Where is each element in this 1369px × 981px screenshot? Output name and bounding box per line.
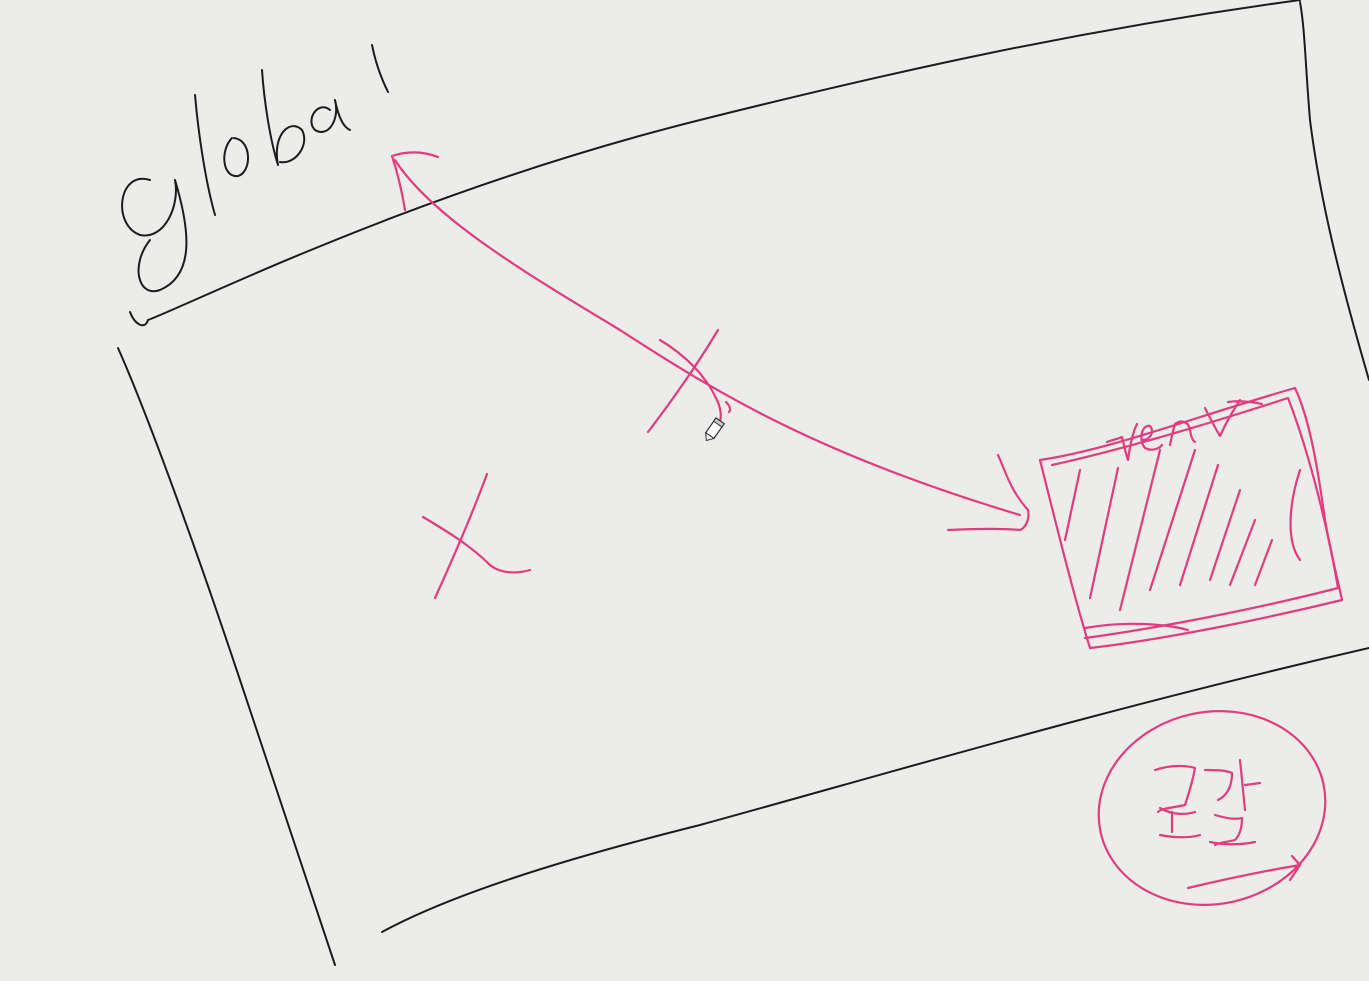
- frame-left-line: [117, 347, 336, 966]
- venv-box: [1038, 386, 1344, 650]
- venv-letter-e: [1140, 424, 1164, 451]
- global-handwriting: [121, 44, 389, 293]
- local-circle: [1097, 710, 1327, 906]
- black-ink-layer: [117, 0, 1369, 966]
- global-letter-l2: [371, 44, 389, 93]
- global-letter-l1: [194, 94, 216, 216]
- venv-letter-v2: [1203, 398, 1264, 438]
- global-letter-o: [223, 137, 250, 178]
- pink-ink-layer: [390, 151, 1344, 906]
- frame-bottom-line: [381, 647, 1369, 933]
- curved-arrow-shaft: [393, 158, 1022, 517]
- venv-letter-n: [1168, 420, 1197, 447]
- venv-handwriting: [1105, 398, 1264, 462]
- frame-right-line: [1299, 1, 1369, 381]
- arrow-head-right: [946, 453, 1030, 532]
- frame-top-line: [129, 0, 1301, 327]
- venv-letter-v: [1105, 422, 1139, 462]
- global-letter-a: [310, 99, 351, 133]
- arrow-head-top: [390, 151, 440, 212]
- pencil-cursor-icon: [704, 417, 726, 442]
- global-letter-g: [121, 177, 188, 293]
- global-label: global: [0, 0, 1, 1]
- cross-mark: [421, 472, 532, 600]
- cross-on-arrow: [646, 328, 732, 434]
- global-letter-b: [261, 69, 306, 166]
